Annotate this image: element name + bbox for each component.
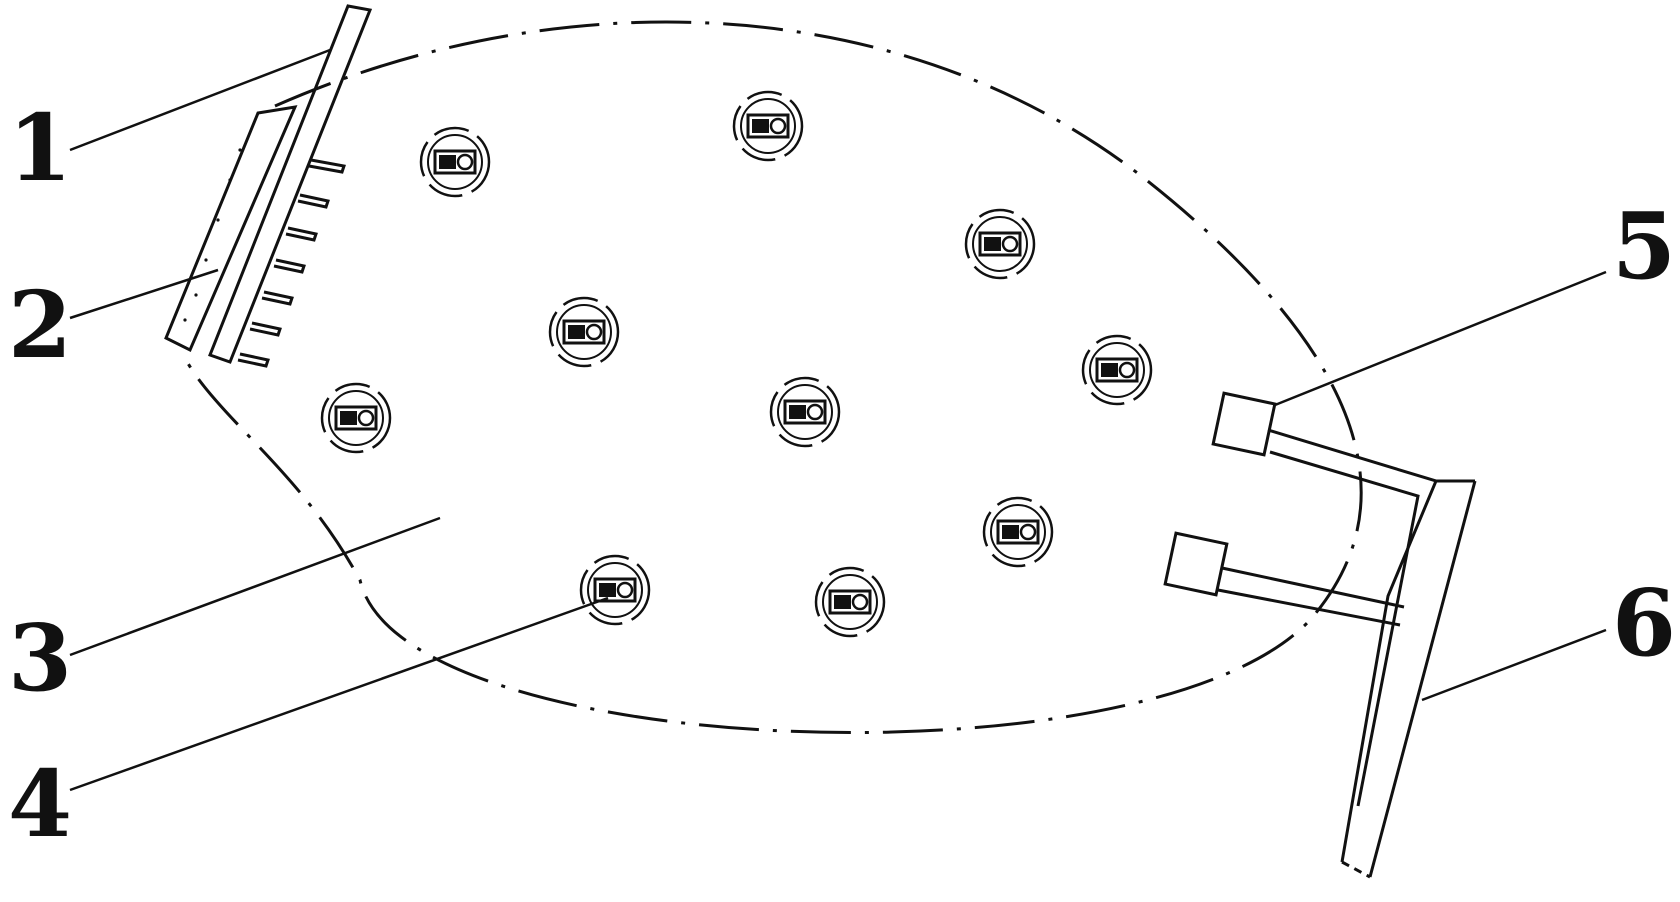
wall-plate-hatching	[183, 148, 242, 322]
sensor-dial-icon	[456, 153, 474, 171]
callout-number-6: 6	[1612, 569, 1676, 677]
sensor-module-icon	[433, 149, 477, 175]
sensor-nodes	[320, 90, 1153, 638]
leader-line-1	[69, 48, 331, 152]
sensor-display-icon	[834, 595, 851, 609]
sensor-module-icon	[334, 405, 378, 431]
sensor-dial-icon	[769, 117, 787, 135]
sensor-node	[964, 208, 1036, 280]
node-outline-icon	[972, 216, 1028, 272]
sensor-module-icon	[593, 577, 637, 603]
sensor-dial-icon	[1019, 523, 1037, 541]
leader-line-3	[69, 516, 441, 657]
signal-ring-icon	[769, 376, 841, 448]
callout-number-3: 3	[8, 604, 72, 712]
signal-ring-icon	[982, 496, 1054, 568]
leader-line-6	[1421, 628, 1607, 702]
sensor-display-icon	[439, 155, 456, 169]
sensor-module-icon	[746, 113, 790, 139]
callout-number-2: 2	[8, 271, 72, 379]
node-outline-icon	[556, 304, 612, 360]
sensor-node	[769, 376, 841, 448]
sink-station-box	[1211, 391, 1277, 457]
callout-number-1: 1	[8, 94, 72, 202]
sensor-dial-icon	[806, 403, 824, 421]
sensor-node	[814, 566, 886, 638]
node-outline-icon	[822, 574, 878, 630]
node-outline-icon	[427, 134, 483, 190]
sensor-display-icon	[1002, 525, 1019, 539]
signal-ring-icon	[579, 554, 651, 626]
callout-number-5: 5	[1612, 192, 1676, 300]
sensor-node	[579, 554, 651, 626]
main-cable	[1217, 428, 1477, 879]
sink-station-lower	[1163, 531, 1229, 597]
sensor-node	[419, 126, 491, 198]
sensor-display-icon	[984, 237, 1001, 251]
sensor-display-icon	[340, 411, 357, 425]
sensor-display-icon	[1101, 363, 1118, 377]
signal-ring-icon	[814, 566, 886, 638]
node-outline-icon	[1089, 342, 1145, 398]
sensor-dial-icon	[585, 323, 603, 341]
leader-lines	[69, 48, 1607, 792]
sensor-module-icon	[996, 519, 1040, 545]
signal-ring-icon	[419, 126, 491, 198]
sensor-node	[982, 496, 1054, 568]
sensor-module-icon	[1095, 357, 1139, 383]
callout-number-4: 4	[8, 750, 72, 858]
sensor-module-icon	[783, 399, 827, 425]
sensor-dial-icon	[1001, 235, 1019, 253]
signal-ring-icon	[320, 382, 392, 454]
leader-line-4	[69, 596, 609, 792]
signal-ring-icon	[732, 90, 804, 162]
sensor-display-icon	[789, 405, 806, 419]
sensor-display-icon	[752, 119, 769, 133]
node-outline-icon	[740, 98, 796, 154]
sensor-dial-icon	[616, 581, 634, 599]
sensor-dial-icon	[1118, 361, 1136, 379]
sensor-node	[732, 90, 804, 162]
sensor-dial-icon	[357, 409, 375, 427]
sensor-module-icon	[828, 589, 872, 615]
sensor-display-icon	[568, 325, 585, 339]
leader-line-2	[69, 268, 219, 320]
sink-station-box	[1163, 531, 1229, 597]
sensor-module-icon	[562, 319, 606, 345]
signal-ring-icon	[548, 296, 620, 368]
sensor-dial-icon	[851, 593, 869, 611]
sensor-node	[1081, 334, 1153, 406]
node-outline-icon	[777, 384, 833, 440]
sensor-display-icon	[599, 583, 616, 597]
node-outline-icon	[587, 562, 643, 618]
sensor-node	[320, 382, 392, 454]
node-outline-icon	[990, 504, 1046, 560]
wall-plate	[164, 105, 298, 353]
sink-station-upper	[1211, 391, 1277, 457]
ladder-bars	[237, 158, 346, 368]
sensor-node	[548, 296, 620, 368]
sensor-module-icon	[978, 231, 1022, 257]
signal-ring-icon	[1081, 334, 1153, 406]
monitoring-area-boundary	[184, 20, 1363, 735]
rail-bar	[208, 4, 373, 364]
leader-line-5	[1274, 270, 1607, 407]
node-outline-icon	[328, 390, 384, 446]
signal-ring-icon	[964, 208, 1036, 280]
